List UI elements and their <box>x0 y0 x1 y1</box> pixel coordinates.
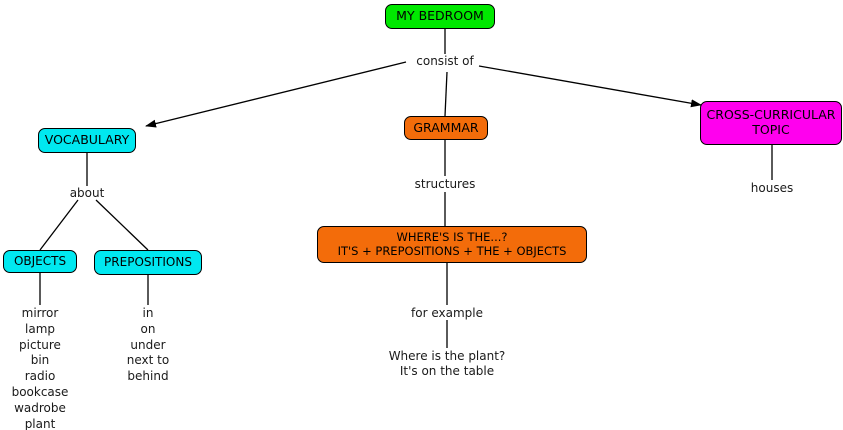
node-cross-curricular-topic-label-line1: CROSS-CURRICULAR <box>706 107 836 123</box>
list-item: wadrobe <box>14 400 66 415</box>
example-sentence-line2: It's on the table <box>399 363 495 378</box>
link-about-to-objects <box>39 199 79 251</box>
node-vocabulary-label: VOCABULARY <box>44 132 130 148</box>
linking-phrase-consist-of: consist of <box>405 54 485 69</box>
list-item: lamp <box>25 321 55 336</box>
linking-phrase-about-text: about <box>69 186 105 200</box>
node-grammar[interactable]: GRAMMAR <box>404 116 488 140</box>
node-cross-curricular-topic[interactable]: CROSS-CURRICULAR TOPIC <box>700 101 842 145</box>
list-item: next to <box>126 353 170 368</box>
leaf-houses: houses <box>732 181 812 196</box>
linking-phrase-for-example-text: for example <box>411 306 483 320</box>
list-item: in <box>142 306 154 320</box>
link-about-to-prepositions <box>95 199 149 251</box>
list-item: bin <box>30 353 50 368</box>
list-item: picture <box>19 337 61 352</box>
node-prepositions-label: PREPOSITIONS <box>104 255 192 270</box>
node-cross-curricular-topic-label-line2: TOPIC <box>752 122 790 137</box>
linking-phrase-structures-text: structures <box>414 177 476 191</box>
list-item: bookcase <box>11 385 69 400</box>
link-consist-of-to-cross-curricular <box>478 65 702 108</box>
node-grammar-label: GRAMMAR <box>413 119 479 135</box>
link-consist-of-to-grammar <box>444 71 448 117</box>
linking-phrase-for-example: for example <box>407 306 487 321</box>
node-structure-box-line2: IT'S + PREPOSITIONS + THE + OBJECTS <box>337 243 567 258</box>
list-item: plant <box>24 416 56 430</box>
list-item: on <box>140 321 156 336</box>
node-structure-box-line1: WHERE'S IS THE...? <box>396 229 508 244</box>
list-item: behind <box>127 369 169 384</box>
node-vocabulary[interactable]: VOCABULARY <box>38 128 136 153</box>
node-structure-box[interactable]: WHERE'S IS THE...? IT'S + PREPOSITIONS +… <box>317 226 587 263</box>
linking-phrase-consist-of-text: consist of <box>416 54 474 68</box>
node-objects[interactable]: OBJECTS <box>3 250 77 273</box>
list-item: mirror <box>21 306 59 320</box>
example-sentence: Where is the plant? It's on the table <box>377 349 517 378</box>
node-my-bedroom[interactable]: MY BEDROOM <box>385 4 495 29</box>
node-objects-label: OBJECTS <box>13 254 67 269</box>
list-item: under <box>130 337 166 352</box>
node-my-bedroom-label: MY BEDROOM <box>396 8 484 24</box>
leaf-houses-text: houses <box>750 181 794 195</box>
example-sentence-line1: Where is the plant? <box>388 349 506 363</box>
node-prepositions[interactable]: PREPOSITIONS <box>94 250 202 275</box>
linking-phrase-about: about <box>57 186 117 201</box>
list-item: radio <box>24 369 56 384</box>
link-consist-of-to-vocabulary <box>145 61 407 128</box>
linking-phrase-structures: structures <box>405 177 485 192</box>
